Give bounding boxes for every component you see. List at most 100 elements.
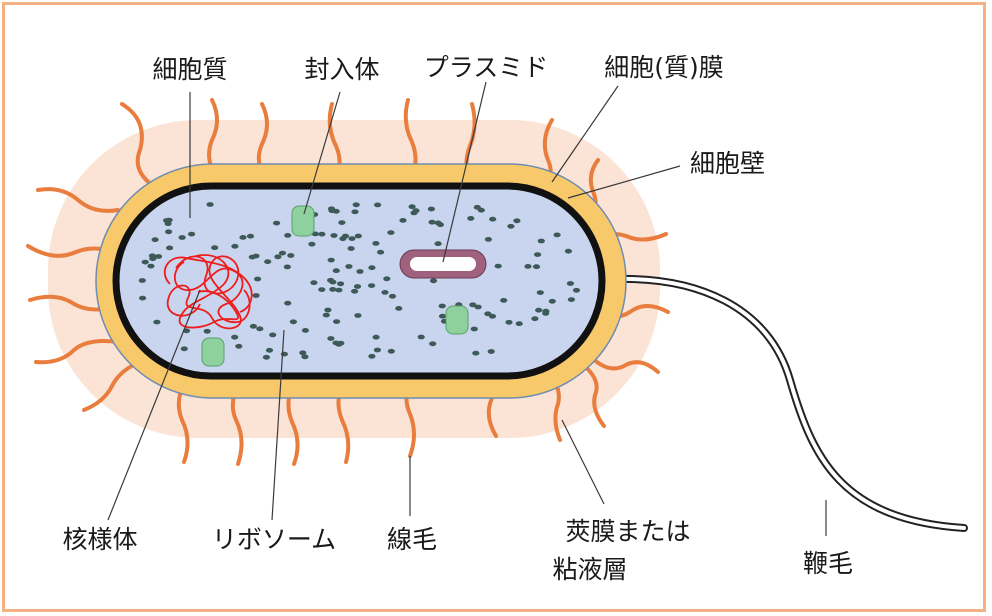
ribosome-dot (287, 253, 294, 258)
ribosome-dot (256, 326, 263, 331)
ribosome-dot (328, 258, 335, 263)
ribosome-dot (368, 265, 375, 270)
ribosome-dot (374, 348, 381, 353)
ribosome-dot (478, 208, 485, 213)
ribosome-dot (335, 288, 342, 293)
ribosome-dot (338, 220, 345, 225)
ribosome-dot (139, 278, 146, 283)
ribosome-dot (299, 350, 306, 355)
ribosome-dot (554, 233, 561, 238)
ribosome-dot (542, 311, 549, 316)
ribosome-dot (147, 264, 154, 269)
ribosome-dot (439, 314, 446, 319)
ribosome-dot (323, 313, 330, 318)
ribosome-dot (429, 341, 436, 346)
ribosome-dot (374, 203, 381, 208)
ribosome-dot (409, 204, 416, 209)
ribosome-dot (153, 320, 160, 325)
ribosome-dot (239, 235, 246, 240)
ribosome-dot (165, 229, 172, 234)
label-pilus: 線毛 (387, 525, 437, 554)
ribosome-dot (535, 308, 542, 313)
ribosome-dot (351, 289, 358, 294)
ribosome-dot (166, 246, 173, 251)
ribosome-dot (269, 333, 276, 338)
ribosome-dot (467, 216, 474, 221)
ribosome-dot (339, 236, 346, 241)
ribosome-dot (489, 217, 496, 222)
ribosome-dot (264, 259, 271, 264)
ribosome-dot (524, 264, 531, 269)
ribosome-dot (284, 265, 291, 270)
ribosome-dot (231, 244, 238, 249)
ribosome-dot (429, 220, 436, 225)
ribosome-dot (573, 288, 580, 293)
ribosome-dot (565, 249, 572, 254)
ribosome-dot (531, 316, 538, 321)
ribosome-dot (204, 329, 211, 334)
ribosome-dot (211, 245, 218, 250)
ribosome-dot (308, 242, 315, 247)
ribosome-dot (329, 287, 336, 292)
ribosome-dot (533, 264, 540, 269)
ribosome-dot (333, 268, 340, 273)
ribosome-dot (435, 241, 442, 246)
label-flagellum: 鞭毛 (803, 549, 853, 578)
ribosome-dot (356, 269, 363, 274)
inclusion-body (446, 306, 468, 334)
ribosome-dot (139, 296, 146, 301)
label-capsule-line2: 粘液層 (552, 555, 627, 584)
ribosome-dot (368, 283, 375, 288)
ribosome-dot (549, 299, 556, 304)
ribosome-dot (388, 349, 395, 354)
ribosome-dot (337, 341, 344, 346)
leader-capsule (562, 420, 604, 504)
label-cell-membrane: 細胞(質)膜 (604, 53, 724, 82)
ribosome-dot (348, 236, 355, 241)
ribosome-dot (389, 294, 396, 299)
ribosome-dot (373, 335, 380, 340)
ribosome-dot (345, 264, 352, 269)
ribosome-dot (410, 211, 417, 216)
ribosome-dot (513, 218, 520, 223)
ribosome-dot (437, 222, 444, 227)
ribosome-dot (383, 276, 390, 281)
ribosome-dot (568, 297, 575, 302)
ribosome-dot (485, 237, 492, 242)
label-nucleoid: 核様体 (62, 525, 137, 554)
ribosome-dot (439, 304, 446, 309)
ribosome-dot (377, 250, 384, 255)
ribosome-dot (279, 251, 286, 256)
ribosome-dot (333, 319, 340, 324)
ribosome-dot (381, 290, 388, 295)
ribosome-dot (537, 290, 544, 295)
label-ribosome: リボソーム (212, 525, 336, 554)
ribosome-dot (266, 348, 273, 353)
ribosome-dot (418, 335, 425, 340)
ribosome-dot (399, 218, 406, 223)
ribosome-dot (179, 235, 186, 240)
label-cell-wall: 細胞壁 (690, 149, 765, 178)
ribosome-dot (516, 321, 523, 326)
plasmid (400, 250, 486, 278)
ribosome-dot (142, 260, 149, 265)
inclusion-body (202, 338, 224, 366)
ribosome-dot (567, 281, 574, 286)
ribosome-dot (253, 293, 260, 298)
ribosome-dot (163, 218, 170, 223)
ribosome-dot (250, 324, 257, 329)
ribosome-dot (149, 253, 156, 258)
ribosome-dot (290, 319, 297, 324)
ribosome-dot (327, 278, 334, 283)
ribosome-dot (188, 232, 195, 237)
ribosome-dot (181, 346, 188, 351)
ribosome-dot (247, 234, 254, 239)
ribosome-dot (330, 233, 337, 238)
ribosome-dot (500, 298, 507, 303)
ribosome-dot (310, 280, 317, 285)
ribosome-dot (387, 230, 394, 235)
label-plasmid: プラスミド (424, 53, 549, 82)
label-capsule-line1: 莢膜または (565, 517, 690, 546)
ribosome-dot (328, 208, 335, 213)
ribosome-dot (284, 301, 291, 306)
